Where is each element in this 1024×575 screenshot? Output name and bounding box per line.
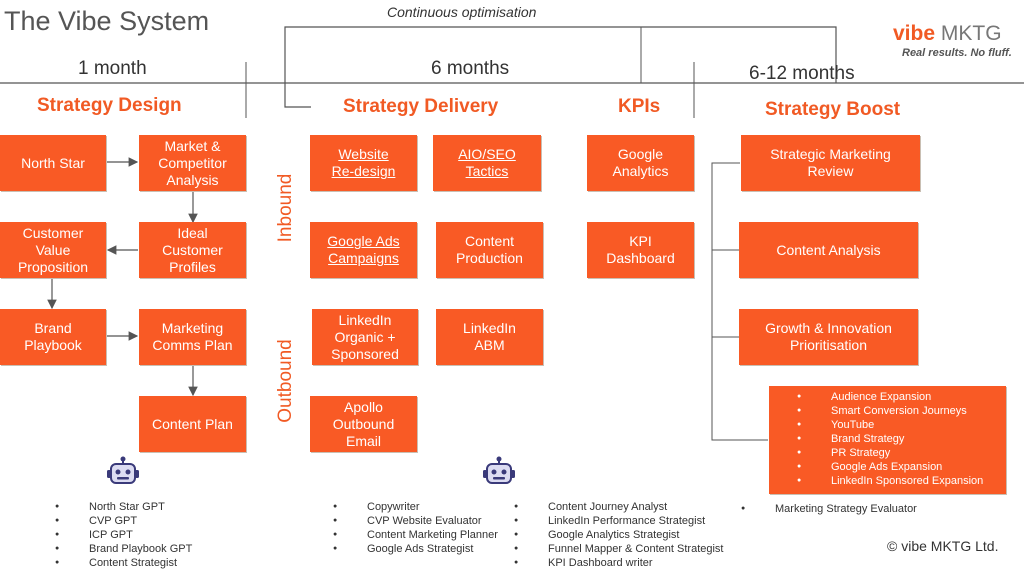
box-content-analysis: Content Analysis: [739, 222, 918, 278]
list-item: Google Ads Expansion: [769, 460, 1006, 474]
period-1: 1 month: [78, 58, 147, 79]
list-item: Audience Expansion: [769, 390, 1006, 404]
heading-strategy-delivery: Strategy Delivery: [343, 96, 499, 117]
box-apollo-outbound-email: Apollo Outbound Email: [310, 396, 417, 452]
list-item: Content Marketing Planner: [333, 528, 498, 542]
brand-tagline: Real results. No fluff.: [902, 47, 1012, 59]
heading-kpis: KPIs: [618, 96, 661, 117]
box-linkedin-abm: LinkedIn ABM: [436, 309, 543, 365]
brand-name-a: vibe: [893, 22, 936, 45]
label-outbound: Outbound: [275, 339, 296, 423]
list-item: Funnel Mapper & Content Strategist: [514, 542, 723, 556]
brand-logo: vibe MKTG: [893, 22, 1002, 46]
gpt-list-design: North Star GPT CVP GPT ICP GPT Brand Pla…: [55, 500, 192, 570]
box-north-star: North Star: [0, 135, 106, 191]
list-item: YouTube: [769, 418, 1006, 432]
list-item: Google Ads Strategist: [333, 542, 498, 556]
box-customer-value-proposition: Customer Value Proposition: [0, 222, 106, 278]
list-item: CVP GPT: [55, 514, 192, 528]
list-item: Copywriter: [333, 500, 498, 514]
box-ideal-customer-profiles: Ideal Customer Profiles: [139, 222, 246, 278]
list-item: ICP GPT: [55, 528, 192, 542]
list-item: Brand Strategy: [769, 432, 1006, 446]
robot-icon: [107, 456, 139, 484]
list-item: Google Analytics Strategist: [514, 528, 723, 542]
box-google-analytics: Google Analytics: [587, 135, 694, 191]
boost-expansion-list: Audience Expansion Smart Conversion Jour…: [769, 390, 1006, 488]
period-2: 6 months: [431, 58, 510, 79]
list-item: LinkedIn Sponsored Expansion: [769, 474, 1006, 488]
copyright-text: © vibe MKTG Ltd.: [887, 538, 999, 554]
list-item: PR Strategy: [769, 446, 1006, 460]
box-brand-playbook: Brand Playbook: [0, 309, 106, 365]
list-item: Content Journey Analyst: [514, 500, 723, 514]
list-item: Marketing Strategy Evaluator: [741, 502, 917, 516]
box-kpi-dashboard: KPI Dashboard: [587, 222, 694, 278]
list-item: Content Strategist: [55, 556, 192, 570]
box-market-competitor-analysis: Market & Competitor Analysis: [139, 135, 246, 191]
box-marketing-comms-plan: Marketing Comms Plan: [139, 309, 246, 365]
list-item: North Star GPT: [55, 500, 192, 514]
box-aio-seo-tactics: AIO/SEO Tactics: [433, 135, 541, 191]
page-title: The Vibe System: [4, 6, 210, 36]
list-item: KPI Dashboard writer: [514, 556, 723, 570]
gpt-list-delivery: Copywriter CVP Website Evaluator Content…: [333, 500, 498, 556]
heading-strategy-boost: Strategy Boost: [765, 99, 901, 120]
gpt-list-boost: Marketing Strategy Evaluator: [741, 502, 917, 516]
box-google-ads-campaigns: Google Ads Campaigns: [310, 222, 417, 278]
list-item: LinkedIn Performance Strategist: [514, 514, 723, 528]
box-content-plan: Content Plan: [139, 396, 246, 452]
box-growth-innovation-prioritisation: Growth & Innovation Prioritisation: [739, 309, 918, 365]
gpt-list-kpi: Content Journey Analyst LinkedIn Perform…: [514, 500, 723, 570]
box-website-redesign: Website Re-design: [310, 135, 417, 191]
box-linkedin-organic-sponsored: LinkedIn Organic + Sponsored: [312, 309, 418, 365]
brand-name-b: MKTG: [940, 22, 1002, 45]
box-strategic-marketing-review: Strategic Marketing Review: [741, 135, 920, 191]
heading-strategy-design: Strategy Design: [37, 95, 182, 116]
box-content-production: Content Production: [436, 222, 543, 278]
label-inbound: Inbound: [275, 173, 296, 243]
period-3: 6-12 months: [749, 63, 855, 84]
loop-label: Continuous optimisation: [387, 4, 537, 20]
robot-icon: [483, 456, 515, 484]
list-item: Brand Playbook GPT: [55, 542, 192, 556]
list-item: CVP Website Evaluator: [333, 514, 498, 528]
box-boost-expansion-list: Audience Expansion Smart Conversion Jour…: [769, 386, 1006, 494]
list-item: Smart Conversion Journeys: [769, 404, 1006, 418]
